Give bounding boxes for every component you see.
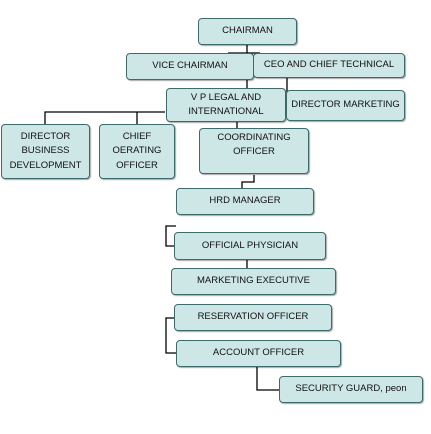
node-vp-legal-international: V P LEGAL AND INTERNATIONAL — [166, 88, 286, 122]
connector-vp-branch — [44, 111, 165, 124]
node-chief-operating-officer: CHIEF OERATING OFFICER — [99, 124, 175, 179]
node-director-business-development: DIRECTOR BUSINESS DEVELOPMENT — [1, 124, 90, 179]
connector-chairman-vice — [228, 45, 248, 54]
connector-account-security — [256, 367, 279, 391]
node-vice-chairman: VICE CHAIRMAN — [126, 53, 254, 80]
connector-hrd-physician — [165, 225, 176, 247]
node-security-guard: SECURITY GUARD, peon — [279, 376, 423, 403]
node-ceo-chief-technical: CEO AND CHIEF TECHNICAL — [253, 53, 405, 78]
node-coordinating-officer: COORDINATING OFFICER — [199, 128, 309, 174]
connector-reservation-account — [165, 317, 176, 354]
node-reservation-officer: RESERVATION OFFICER — [174, 304, 332, 331]
node-official-physician: OFFICIAL PHYSICIAN — [174, 232, 326, 260]
node-chairman: CHAIRMAN — [198, 18, 297, 45]
node-hrd-manager: HRD MANAGER — [176, 188, 314, 215]
node-marketing-executive: MARKETING EXECUTIVE — [171, 268, 336, 295]
node-director-marketing: DIRECTOR MARKETING — [286, 90, 405, 121]
connector-coord-hrd — [241, 175, 255, 188]
node-account-officer: ACCOUNT OFFICER — [176, 340, 341, 367]
